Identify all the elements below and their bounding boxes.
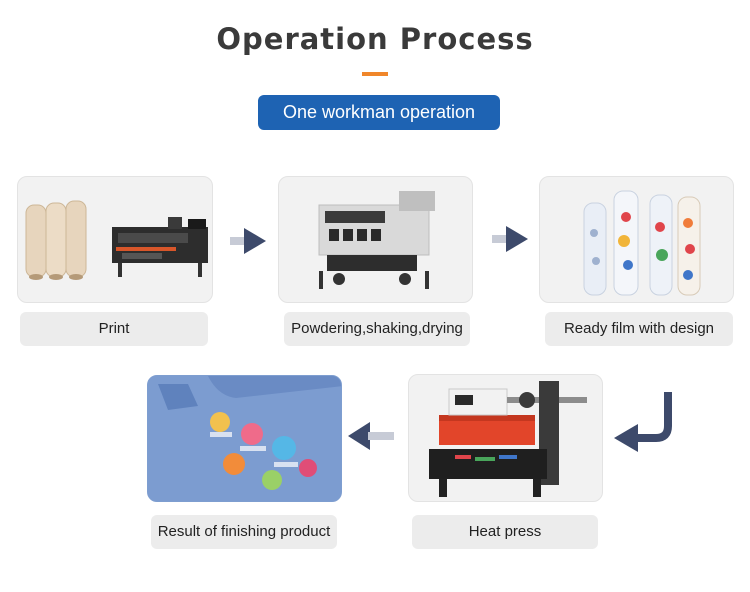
step-print-image xyxy=(17,176,213,303)
arrow-left-icon xyxy=(348,421,394,451)
arrow-down-left-icon xyxy=(614,392,680,454)
dtf-printer-with-film-rolls-icon xyxy=(25,200,208,280)
arrow-right-icon xyxy=(492,226,528,252)
step-heat-press-image xyxy=(408,374,603,502)
operation-pill: One workman operation xyxy=(258,95,500,130)
powder-shaker-machine-icon xyxy=(318,191,435,289)
step-ready-film-label: Ready film with design xyxy=(545,312,733,346)
heat-press-machine-icon xyxy=(429,381,587,497)
step-result-label: Result of finishing product xyxy=(151,515,337,549)
page-title: Operation Process xyxy=(216,22,534,56)
step-powdering-label: Powdering,shaking,drying xyxy=(284,312,470,346)
step-heat-press-label: Heat press xyxy=(412,515,598,549)
step-ready-film-image xyxy=(539,176,734,303)
title-underline xyxy=(362,72,388,76)
printed-tshirt-icon xyxy=(148,376,341,501)
step-result-image xyxy=(147,375,342,502)
step-print-label: Print xyxy=(20,312,208,346)
arrow-right-icon xyxy=(230,228,266,254)
step-powdering-image xyxy=(278,176,473,303)
printed-film-rolls-icon xyxy=(583,190,701,296)
